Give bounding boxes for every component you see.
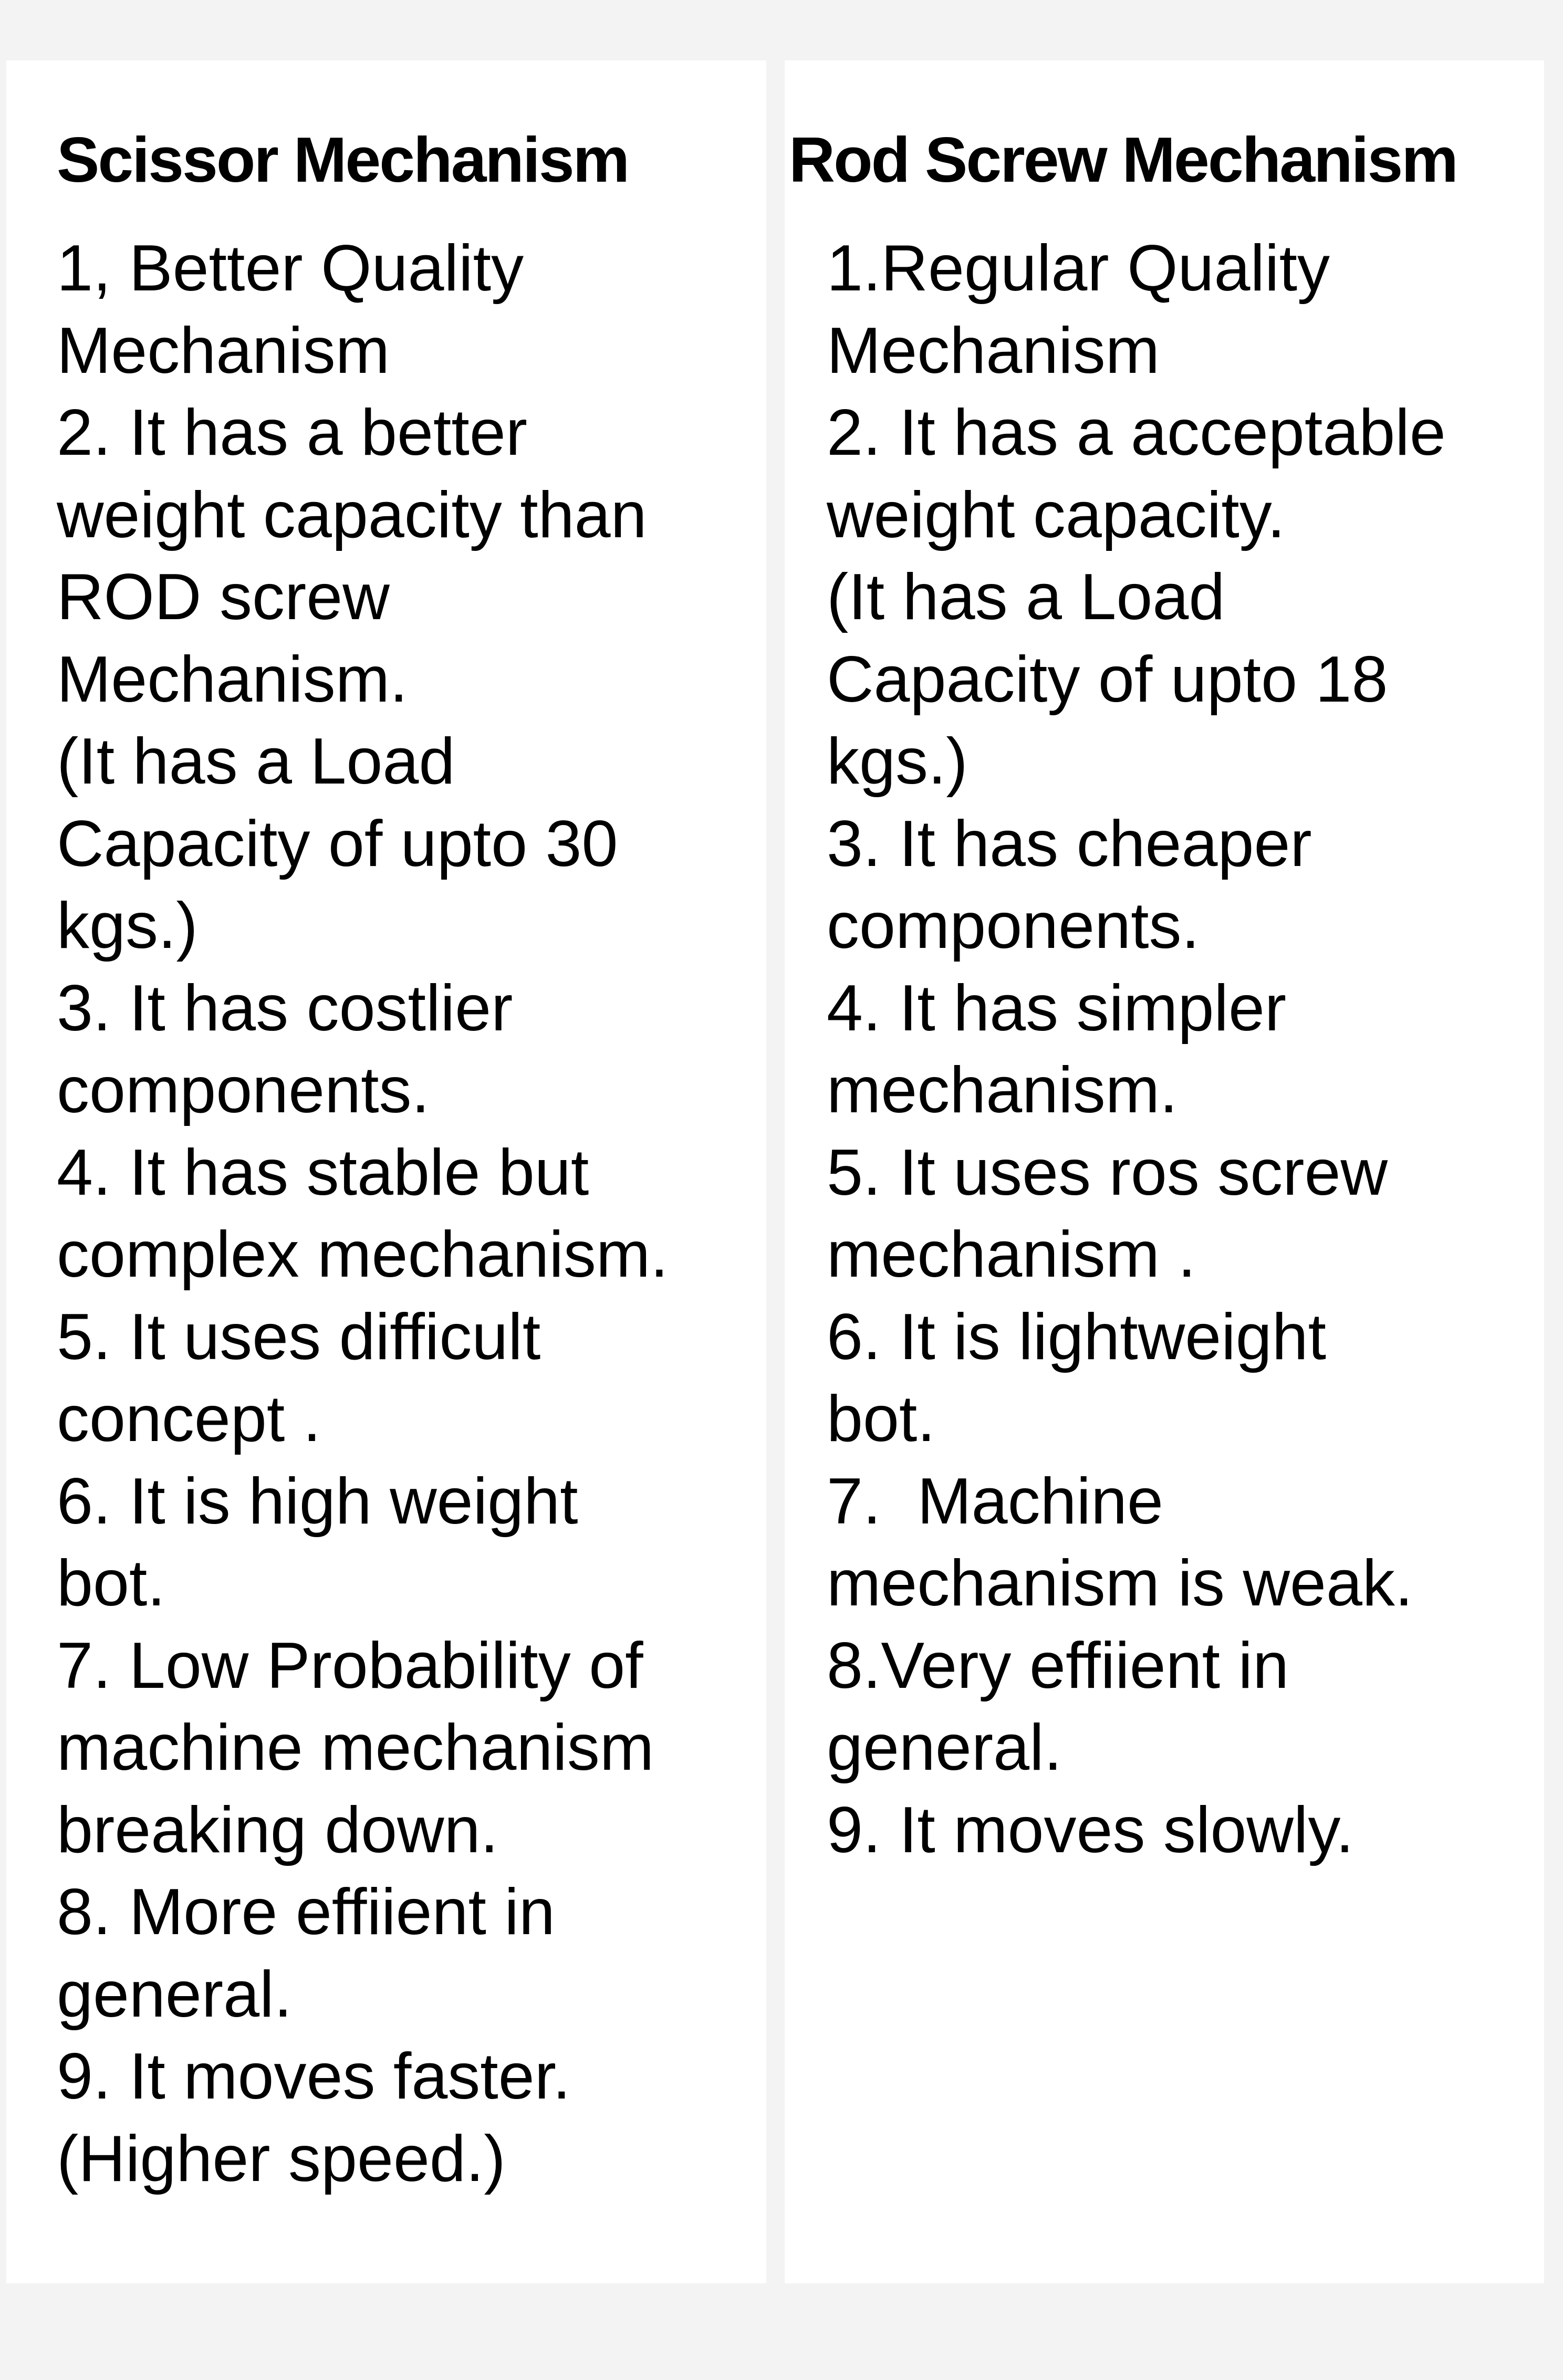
text-line: 5. It uses difficult: [57, 1300, 541, 1373]
text-line: Capacity of upto 30: [57, 807, 618, 880]
text-line: Mechanism: [57, 314, 390, 387]
text-line: ROD screw: [57, 561, 390, 633]
text-line: Capacity of upto 18: [827, 643, 1388, 716]
text-line: 7. Low Probability of: [57, 1629, 643, 1702]
text-line: mechanism is weak.: [827, 1547, 1413, 1620]
text-line: Mechanism.: [57, 643, 408, 716]
text-line: weight capacity than: [57, 478, 647, 551]
text-line: 8. More effiient in: [57, 1876, 555, 1948]
text-line: complex mechanism.: [57, 1218, 669, 1291]
rod-screw-mechanism-column: Rod Screw Mechanism 1.Regular Quality Me…: [785, 60, 1544, 2283]
text-line: components.: [57, 1054, 430, 1126]
text-line: general.: [827, 1711, 1062, 1784]
text-line: machine mechanism: [57, 1711, 654, 1784]
text-line: 3. It has cheaper: [827, 807, 1312, 880]
column-heading: Rod Screw Mechanism: [789, 124, 1458, 195]
text-line: 3. It has costlier: [57, 972, 513, 1045]
column-heading: Scissor Mechanism: [57, 124, 630, 195]
text-line: 9. It moves faster.: [57, 2040, 571, 2113]
text-line: 9. It moves slowly.: [827, 1793, 1354, 1866]
text-line: 1.Regular Quality: [827, 232, 1330, 305]
text-line: (It has a Load: [57, 725, 455, 798]
text-line: bot.: [827, 1383, 935, 1455]
text-line: bot.: [57, 1547, 165, 1620]
column-text: 1, Better Quality Mechanism 2. It has a …: [57, 227, 669, 2200]
text-line: Mechanism: [827, 314, 1160, 387]
text-line: 2. It has a better: [57, 396, 528, 469]
scissor-mechanism-column: Scissor Mechanism 1, Better Quality Mech…: [6, 60, 766, 2283]
text-line: 7. Machine: [827, 1465, 1164, 1538]
text-line: general.: [57, 1958, 293, 2031]
text-line: (Higher speed.): [57, 2122, 506, 2195]
text-line: 4. It has simpler: [827, 972, 1287, 1045]
text-line: weight capacity.: [827, 478, 1286, 551]
text-line: components.: [827, 890, 1200, 962]
text-line: 6. It is high weight: [57, 1465, 578, 1538]
text-line: kgs.): [827, 725, 968, 798]
text-line: (It has a Load: [827, 561, 1225, 633]
text-line: 1, Better Quality: [57, 232, 524, 305]
text-line: concept .: [57, 1383, 321, 1455]
text-line: kgs.): [57, 890, 198, 962]
text-line: 6. It is lightweight: [827, 1300, 1327, 1373]
text-line: mechanism .: [827, 1218, 1196, 1291]
text-line: mechanism.: [827, 1054, 1178, 1126]
text-line: 8.Very effiient in: [827, 1629, 1289, 1702]
text-line: 5. It uses ros screw: [827, 1136, 1388, 1209]
text-line: 4. It has stable but: [57, 1136, 589, 1209]
text-line: 2. It has a acceptable: [827, 396, 1446, 469]
text-line: breaking down.: [57, 1793, 498, 1866]
column-text: 1.Regular Quality Mechanism 2. It has a …: [827, 227, 1446, 1871]
